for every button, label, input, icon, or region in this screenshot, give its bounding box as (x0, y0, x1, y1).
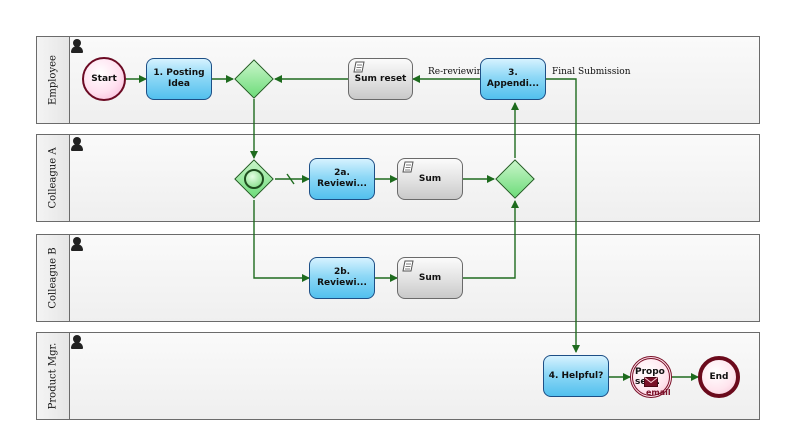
flow-sum-b-to-join (463, 200, 519, 279)
task-helpful-label: 4. Helpful? (548, 370, 604, 381)
flow-label-final-submission: Final Submission (552, 67, 631, 77)
task-appending[interactable]: 3. Appendi... (480, 58, 546, 100)
end-event-label: End (709, 372, 729, 382)
email-label: email (646, 388, 671, 397)
flow-default-slash (286, 173, 295, 185)
person-icon (71, 237, 83, 251)
flow-appending-to-helpful (546, 78, 580, 353)
flow-label-re-reviewing: Re-reviewin (428, 67, 483, 77)
lane-colleague-a-header: Colleague A (37, 135, 70, 221)
script-task-sum-a[interactable]: Sum (397, 158, 463, 200)
person-icon (71, 335, 83, 349)
task-appending-label: 3. Appendi... (486, 68, 540, 89)
lane-colleague-b-header: Colleague B (37, 235, 70, 321)
task-posting-idea[interactable]: 1. Posting Idea (146, 58, 212, 100)
task-posting-idea-label: 1. Posting Idea (153, 68, 205, 89)
envelope-icon (644, 377, 658, 387)
script-icon (353, 61, 365, 73)
script-icon (402, 161, 414, 173)
task-reviewing-a[interactable]: 2a. Reviewi... (309, 158, 375, 200)
script-task-sum-reset[interactable]: Sum reset (348, 58, 413, 100)
person-icon (71, 137, 83, 151)
task-reviewing-b-label: 2b. Reviewi... (317, 267, 367, 288)
script-task-sum-b[interactable]: Sum (397, 257, 463, 299)
flow-parallel-to-reviewing-b (253, 200, 310, 282)
task-reviewing-b[interactable]: 2b. Reviewi... (309, 257, 375, 299)
task-reviewing-a-label: 2a. Reviewi... (317, 168, 367, 189)
end-event[interactable]: End (698, 356, 740, 398)
script-icon (402, 260, 414, 272)
start-event[interactable]: Start (82, 57, 126, 101)
script-task-sum-reset-label: Sum reset (354, 73, 407, 84)
gateway-circle-marker (244, 169, 264, 189)
start-event-label: Start (91, 74, 117, 84)
lane-product-mgr-header: Product Mgr. (37, 333, 70, 419)
script-task-sum-b-label: Sum (418, 272, 442, 283)
task-helpful[interactable]: 4. Helpful? (543, 355, 609, 397)
person-icon (71, 39, 83, 53)
script-task-sum-a-label: Sum (418, 173, 442, 184)
lane-employee-header: Employee (37, 37, 70, 123)
